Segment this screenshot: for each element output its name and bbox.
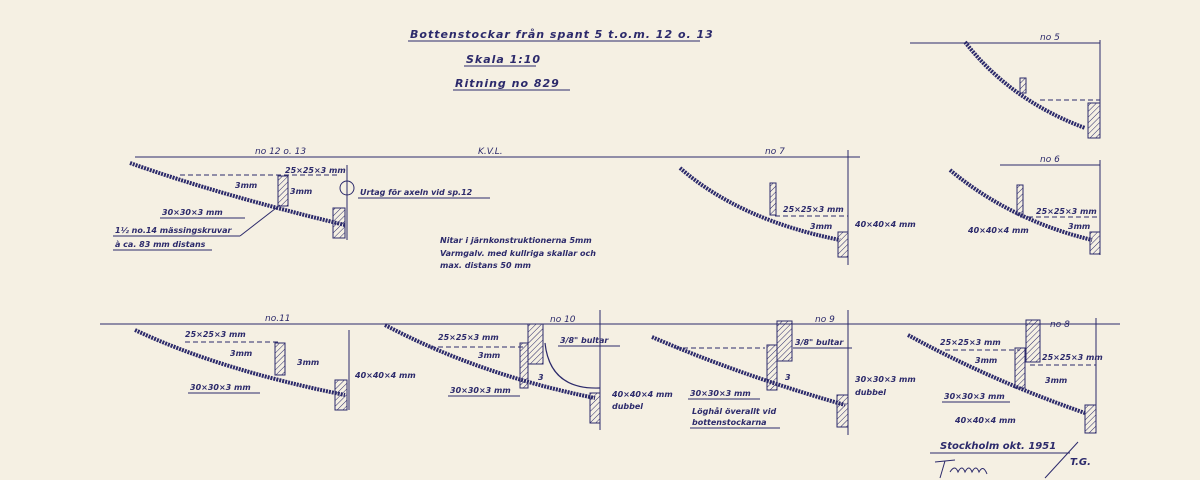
dim-40x40-6: 40×40×4 mm — [967, 226, 1029, 235]
dim-40x40-10: 40×40×4 mm — [611, 390, 673, 399]
handwritten-signature — [934, 459, 988, 479]
dim-3mm-12a: 3mm — [235, 181, 257, 190]
dim-3mm-8b: 3mm — [1045, 376, 1067, 385]
dim-3mm-6: 3mm — [1068, 222, 1090, 231]
dim-25x25-12: 25×25×3 mm — [285, 166, 346, 175]
dim-3mm-11b: 3mm — [297, 358, 319, 367]
dim-40x40-11: 40×40×4 mm — [354, 371, 416, 380]
section-no11: no.11 25×25×3 mm 3mm 3mm 30×30×3 mm 40×4… — [134, 314, 416, 411]
dim-3mm-12b: 3mm — [290, 187, 312, 196]
frame-label-no5: no 5 — [1040, 33, 1060, 43]
urtag-note: Urtag för axeln vid sp.12 — [360, 188, 473, 197]
dim-30x30-8: 30×30×3 mm — [944, 392, 1005, 401]
frame-label-no7: no 7 — [765, 147, 785, 157]
drawing-number: Ritning no 829 — [455, 77, 560, 90]
dim-30x30-9: 30×30×3 mm — [690, 389, 751, 398]
dim-25x25-7: 25×25×3 mm — [783, 205, 844, 214]
initials: T.G. — [1070, 457, 1091, 468]
section-no10: no 10 25×25×3 mm 3mm 3 3/8" bultar 30×30… — [384, 310, 673, 430]
section-no8: no 8 25×25×3 mm 25×25×3 mm 3mm 3mm 30×30… — [907, 318, 1103, 434]
dim-30x30-12: 30×30×3 mm — [162, 208, 223, 217]
dim-25x25-8a: 25×25×3 mm — [940, 338, 1001, 347]
dim-3mm-8a: 3mm — [975, 356, 997, 365]
kvl-label: K.V.L. — [478, 147, 503, 157]
section-no6: no 6 25×25×3 mm 3mm 40×40×4 mm — [948, 155, 1101, 255]
dim-40x40-7: 40×40×4 mm — [854, 220, 916, 229]
rivet-note-2: Varmgalv. med kullriga skallar och — [440, 249, 596, 258]
dubbel-10: dubbel — [612, 402, 643, 411]
frame-label-no12-13: no 12 o. 13 — [255, 147, 306, 157]
bolts-9: 3/8" bultar — [795, 338, 844, 347]
section-no5: no 5 — [910, 33, 1101, 139]
frame-label-no6: no 6 — [1040, 155, 1060, 165]
dim-3mm-7: 3mm — [810, 222, 832, 231]
screws-note-1: 1½ no.14 mässingskruvar — [115, 226, 233, 235]
section-no9: no 9 3 3/8" bultar 30×30×3 mm 30×30×3 mm… — [651, 310, 916, 435]
dim-3mm-10: 3mm — [478, 351, 500, 360]
drain-note-2: bottenstockarna — [692, 418, 767, 427]
section-no7: no 7 25×25×3 mm 3mm 40×40×4 mm — [678, 147, 916, 265]
dim-25x25-8b: 25×25×3 mm — [1042, 353, 1103, 362]
title-block: Bottenstockar från spant 5 t.o.m. 12 o. … — [408, 28, 714, 91]
drain-note-1: Löghål överallt vid — [692, 406, 776, 416]
frame-label-no10: no 10 — [550, 315, 576, 325]
dim-25x25-11: 25×25×3 mm — [185, 330, 246, 339]
dim-30x30-9b: 30×30×3 mm — [855, 375, 916, 384]
place-date: Stockholm okt. 1951 — [940, 441, 1056, 452]
scale-label: Skala 1:10 — [466, 53, 541, 66]
section-no12-13: no 12 o. 13 K.V.L. 25×25×3 mm 3mm 3mm 30… — [113, 147, 860, 270]
dim-30x30-11: 30×30×3 mm — [190, 383, 251, 392]
dim-25x25-10: 25×25×3 mm — [438, 333, 499, 342]
frame-label-no11: no.11 — [265, 314, 291, 324]
signature-block: Stockholm okt. 1951 T.G. — [930, 441, 1091, 479]
frame-label-no9: no 9 — [815, 315, 835, 325]
dubbel-9: dubbel — [855, 388, 886, 397]
dim-30x30-10: 30×30×3 mm — [450, 386, 511, 395]
drawing-title: Bottenstockar från spant 5 t.o.m. 12 o. … — [410, 28, 714, 41]
dim-3-9: 3 — [785, 373, 791, 382]
dim-25x25-6: 25×25×3 mm — [1036, 207, 1097, 216]
screws-note-2: à ca. 83 mm distans — [115, 240, 206, 249]
rivet-note-3: max. distans 50 mm — [440, 261, 531, 270]
rivet-note-1: Nitar i järnkonstruktionerna 5mm — [440, 236, 592, 245]
dim-3-10: 3 — [538, 373, 544, 382]
dim-40x40-8: 40×40×4 mm — [954, 416, 1016, 425]
frame-label-no8: no 8 — [1050, 320, 1070, 330]
bolts-10: 3/8" bultar — [560, 336, 609, 345]
dim-3mm-11a: 3mm — [230, 349, 252, 358]
